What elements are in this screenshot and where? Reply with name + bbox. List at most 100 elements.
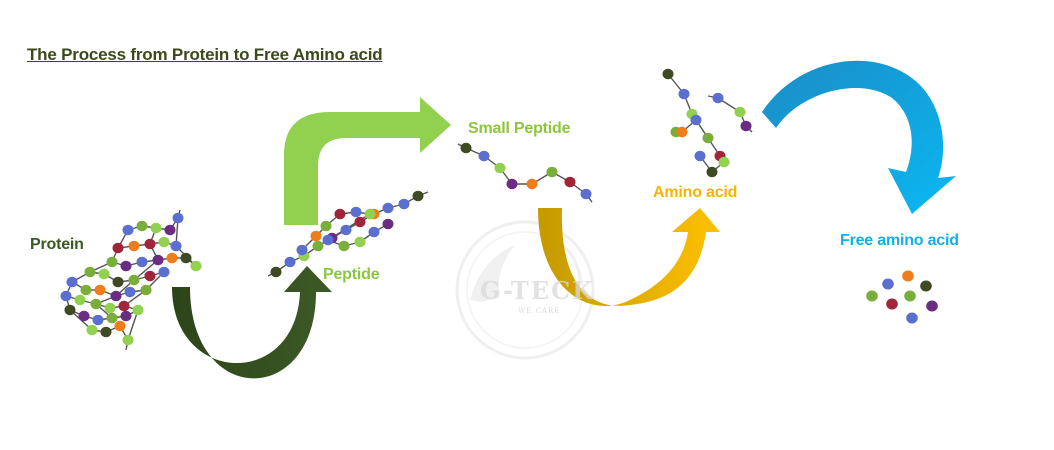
protein-bead <box>92 314 104 326</box>
protein-bead <box>164 224 176 236</box>
protein-bead <box>112 242 124 254</box>
protein-bead <box>158 266 170 278</box>
molecule-beads <box>60 68 938 346</box>
peptide-strand-b-bead <box>354 236 366 248</box>
free-amino-acid-bead <box>906 312 918 324</box>
protein-bead <box>136 256 148 268</box>
watermark-subtext: WE CARE <box>518 307 561 315</box>
protein-bead <box>66 276 78 288</box>
protein-bead <box>112 276 124 288</box>
label-small-peptide: Small Peptide <box>468 120 571 137</box>
amino-acid-chain-3-bead <box>702 132 714 144</box>
protein-bead <box>84 266 96 278</box>
protein-bead <box>166 252 178 264</box>
peptide-strand-a-bead <box>340 224 352 236</box>
free-amino-acid-bead <box>926 300 938 312</box>
protein-bead <box>94 284 106 296</box>
peptide-strand-b-bead <box>334 208 346 220</box>
small-peptide-bead <box>564 176 576 188</box>
amino-acid-chain-2-bead <box>712 92 724 104</box>
peptide-strand-b-bead <box>320 220 332 232</box>
protein-bead <box>124 286 136 298</box>
arrow-protein-to-peptide <box>172 266 332 379</box>
amino-acid-chain-1-bead <box>662 68 674 80</box>
peptide-strand-a-bead <box>382 202 394 214</box>
peptide-strand-b-bead <box>350 206 362 218</box>
small-peptide-bead <box>494 162 506 174</box>
peptide-strand-a-bead <box>398 198 410 210</box>
protein-bead <box>120 310 132 322</box>
small-peptide-bead <box>460 142 472 154</box>
protein-bead <box>120 260 132 272</box>
protein-bead <box>122 224 134 236</box>
protein-bead <box>86 324 98 336</box>
small-peptide-bead <box>580 188 592 200</box>
protein-bead <box>80 284 92 296</box>
protein-bead <box>128 240 140 252</box>
protein-bead <box>136 220 148 232</box>
watermark-text: G-TECK <box>480 276 596 305</box>
protein-bead <box>106 256 118 268</box>
amino-acid-chain-2-bead <box>740 120 752 132</box>
protein-bead <box>172 212 184 224</box>
small-peptide-bead <box>546 166 558 178</box>
protein-bond <box>127 309 139 341</box>
protein-bead <box>144 238 156 250</box>
diagram-title: The Process from Protein to Free Amino a… <box>27 45 383 64</box>
peptide-strand-a-bead <box>270 266 282 278</box>
protein-bead <box>100 326 112 338</box>
protein-bead <box>78 310 90 322</box>
protein-bead <box>98 268 110 280</box>
protein-bead <box>150 222 162 234</box>
small-peptide-bead <box>478 150 490 162</box>
arrow-amino-acid-to-free-amino-acid <box>762 60 956 214</box>
protein-bead <box>60 290 72 302</box>
label-amino-acid: Amino acid <box>653 184 738 201</box>
amino-acid-chain-4-bead <box>694 150 706 162</box>
protein-bead <box>74 294 86 306</box>
protein-bead <box>128 274 140 286</box>
free-amino-acid-bead <box>920 280 932 292</box>
protein-bead <box>170 240 182 252</box>
protein-bead <box>110 290 122 302</box>
amino-acid-chain-2-bead <box>734 106 746 118</box>
label-peptide: Peptide <box>323 266 380 283</box>
amino-acid-chain-4-bead <box>718 156 730 168</box>
free-amino-acid-bead <box>904 290 916 302</box>
peptide-strand-b-bead <box>364 208 376 220</box>
amino-acid-chain-3-bead <box>676 126 688 138</box>
amino-acid-chain-1-bead <box>678 88 690 100</box>
protein-bead <box>64 304 76 316</box>
protein-bead <box>90 298 102 310</box>
peptide-strand-b-bead <box>382 218 394 230</box>
peptide-strand-a-bead <box>354 216 366 228</box>
peptide-strand-b-bead <box>296 244 308 256</box>
amino-acid-chain-3-bead <box>690 114 702 126</box>
protein-bead <box>158 236 170 248</box>
protein-bead <box>104 302 116 314</box>
protein-bead <box>114 320 126 332</box>
peptide-strand-a-bead <box>312 240 324 252</box>
protein-bead <box>144 270 156 282</box>
arrow-small-peptide-to-amino-acid <box>538 208 720 306</box>
peptide-strand-b-bead <box>310 230 322 242</box>
watermark-logo <box>455 220 595 360</box>
protein-bead <box>190 260 202 272</box>
protein-bead <box>180 252 192 264</box>
free-amino-acid-bead <box>866 290 878 302</box>
arrow-peptide-to-small-peptide <box>284 97 451 225</box>
peptide-strand-b-bead <box>322 234 334 246</box>
peptide-strand-a-bead <box>284 256 296 268</box>
protein-bead <box>122 334 134 346</box>
label-free-amino-acid: Free amino acid <box>840 232 959 249</box>
protein-bead <box>106 312 118 324</box>
free-amino-acid-bead <box>882 278 894 290</box>
label-protein: Protein <box>30 236 84 253</box>
amino-acid-chain-4-bead <box>706 166 718 178</box>
peptide-strand-b-bead <box>368 226 380 238</box>
free-amino-acid-bead <box>886 298 898 310</box>
peptide-strand-b-bead <box>338 240 350 252</box>
free-amino-acid-bead <box>902 270 914 282</box>
